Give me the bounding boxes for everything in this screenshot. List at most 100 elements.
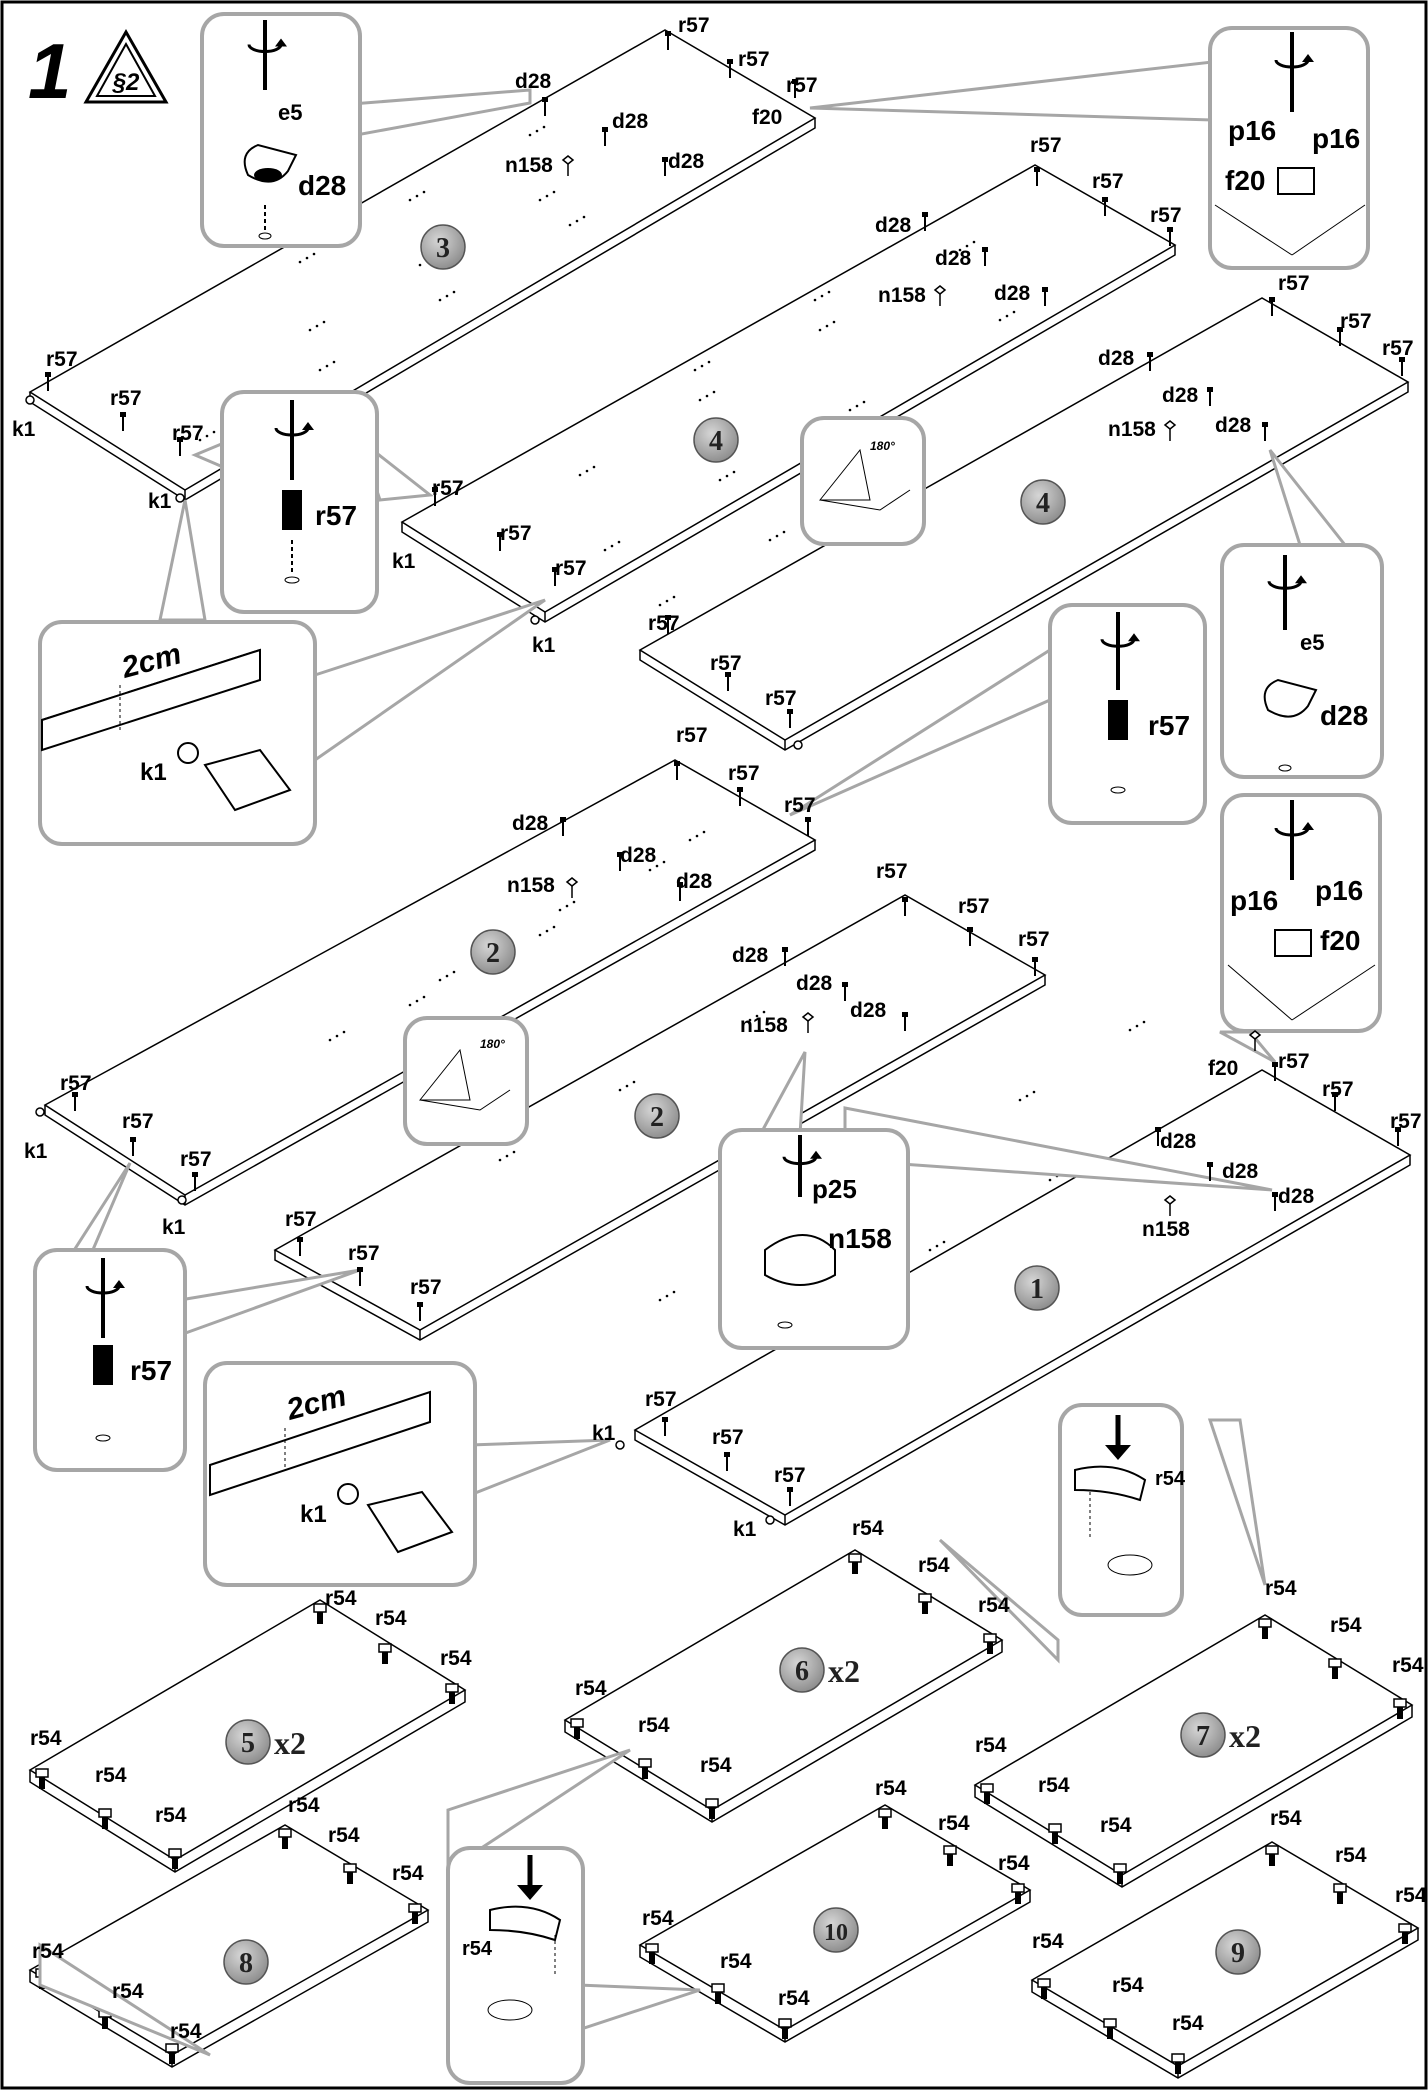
glide-foot-icon	[848, 1553, 862, 1574]
part-label-r57: r57	[710, 652, 742, 675]
callout-r54-a-content: r54	[1074, 1415, 1186, 1576]
screw-pin-icon	[177, 437, 183, 456]
part-label-r57: r57	[678, 14, 710, 37]
glide-foot-icon	[980, 1783, 994, 1804]
part-label-r57: r57	[1340, 310, 1372, 333]
callout-label: p16	[1230, 885, 1278, 916]
screw-pin-icon	[724, 1452, 730, 1471]
screw-pin-icon	[1207, 1162, 1213, 1181]
screw-pin-icon	[737, 787, 743, 806]
part-label-d28: d28	[1278, 1185, 1315, 1208]
screw-pin-icon	[727, 59, 733, 78]
hole-mark	[848, 400, 866, 412]
hole-mark	[538, 190, 556, 202]
hole-mark	[813, 290, 831, 302]
clip-fitting-icon	[1248, 1030, 1262, 1051]
part-label-d28: d28	[732, 944, 769, 967]
part-label-r57: r57	[1018, 928, 1050, 951]
part-label-r57: r57	[676, 724, 708, 747]
screw-pin-icon	[725, 672, 731, 691]
screw-pin-icon	[297, 1237, 303, 1256]
callout-pointer	[1207, 1418, 1267, 1586]
part-label-r57: r57	[348, 1242, 380, 1265]
panel-number: 4	[1036, 488, 1050, 519]
part-label-r57: r57	[1322, 1078, 1354, 1101]
glide-foot-icon	[1171, 2053, 1185, 2074]
warning-triangle-icon: §2	[83, 28, 169, 104]
callout-pointer	[38, 1942, 211, 2057]
part-label-r57: r57	[958, 895, 990, 918]
part-label-r54: r54	[1100, 1814, 1132, 1837]
callout-label: d28	[298, 170, 346, 201]
callout-r57-c-content: r57	[85, 1258, 172, 1442]
hole-mark	[528, 125, 546, 137]
callout-pointer	[809, 60, 1214, 122]
hole-mark	[438, 970, 456, 982]
glide-foot-icon	[1113, 1863, 1127, 1884]
clip-fitting-icon	[933, 285, 947, 306]
callout-pointer	[576, 1983, 701, 2033]
panel-number-badge: 2	[634, 1093, 680, 1139]
step-number: 1	[28, 27, 71, 115]
hole-mark	[603, 540, 621, 552]
callout-p16-f20-b	[1220, 793, 1382, 1033]
part-label-d28: d28	[1160, 1130, 1197, 1153]
part-label-n158: n158	[1142, 1218, 1190, 1241]
hole-mark	[688, 830, 706, 842]
part-label-r54: r54	[288, 1794, 320, 1817]
k1-knob-icon	[765, 1515, 775, 1525]
part-label-r54: r54	[638, 1714, 670, 1737]
panel-number-badge: 9	[1215, 1929, 1261, 1975]
panel-8	[28, 1824, 430, 2068]
panel-number: 9	[1231, 1938, 1245, 1969]
part-label-n158: n158	[740, 1014, 788, 1037]
part-label-r54: r54	[778, 1987, 810, 2010]
panel-number: 5	[241, 1728, 255, 1759]
clip-fitting-icon	[1163, 1195, 1177, 1216]
hole-mark	[298, 252, 316, 264]
callout-label: r54	[462, 1938, 493, 1960]
callout-label: k1	[300, 1501, 327, 1528]
callout-e5-d28	[200, 12, 362, 248]
callout-label: r57	[315, 500, 357, 531]
glide-foot-icon	[711, 1983, 725, 2004]
k1-knob-icon	[177, 1195, 187, 1205]
part-label-r54: r54	[1038, 1774, 1070, 1797]
glide-foot-icon	[35, 1768, 49, 1789]
callout-r54-b-content: r54	[462, 1855, 562, 2021]
screw-pin-icon	[662, 157, 668, 176]
part-labels-layer: r57r57r57d28d28d28n158f20r57r57r57k1k1r5…	[12, 14, 1427, 2043]
panel-number: 2	[650, 1102, 664, 1133]
callout-label: p16	[1228, 115, 1276, 146]
panel-number-badge: 10	[813, 1907, 859, 1953]
panel-number-badge: 8	[223, 1939, 269, 1985]
angle-label: 180°	[870, 439, 895, 453]
screw-pin-icon	[787, 1487, 793, 1506]
screw-pin-icon	[497, 532, 503, 551]
part-label-d28: d28	[612, 110, 649, 133]
glide-foot-icon	[1037, 1978, 1051, 1999]
glide-foot-icon	[943, 1845, 957, 1866]
k1-knob-icon	[175, 493, 185, 503]
part-label-f20: f20	[1208, 1057, 1238, 1080]
screw-pin-icon	[1034, 167, 1040, 186]
panel-number: 7	[1196, 1721, 1210, 1752]
k1-knob-icon	[615, 1440, 625, 1450]
callout-pointer	[1219, 1030, 1277, 1064]
part-label-r54: r54	[328, 1824, 360, 1847]
hole-mark	[748, 1010, 766, 1022]
k1-knob-icon	[25, 395, 35, 405]
callout-label: n158	[828, 1223, 892, 1254]
screw-pin-icon	[805, 817, 811, 836]
panel-number: 4	[709, 426, 723, 457]
part-label-d28: d28	[796, 972, 833, 995]
glide-foot-icon	[278, 1828, 292, 1849]
part-label-r54: r54	[918, 1554, 950, 1577]
callout-r54-a	[1058, 1403, 1184, 1617]
panel-number: 10	[824, 1920, 848, 1946]
screw-pin-icon	[674, 761, 680, 780]
part-label-r57: r57	[500, 522, 532, 545]
